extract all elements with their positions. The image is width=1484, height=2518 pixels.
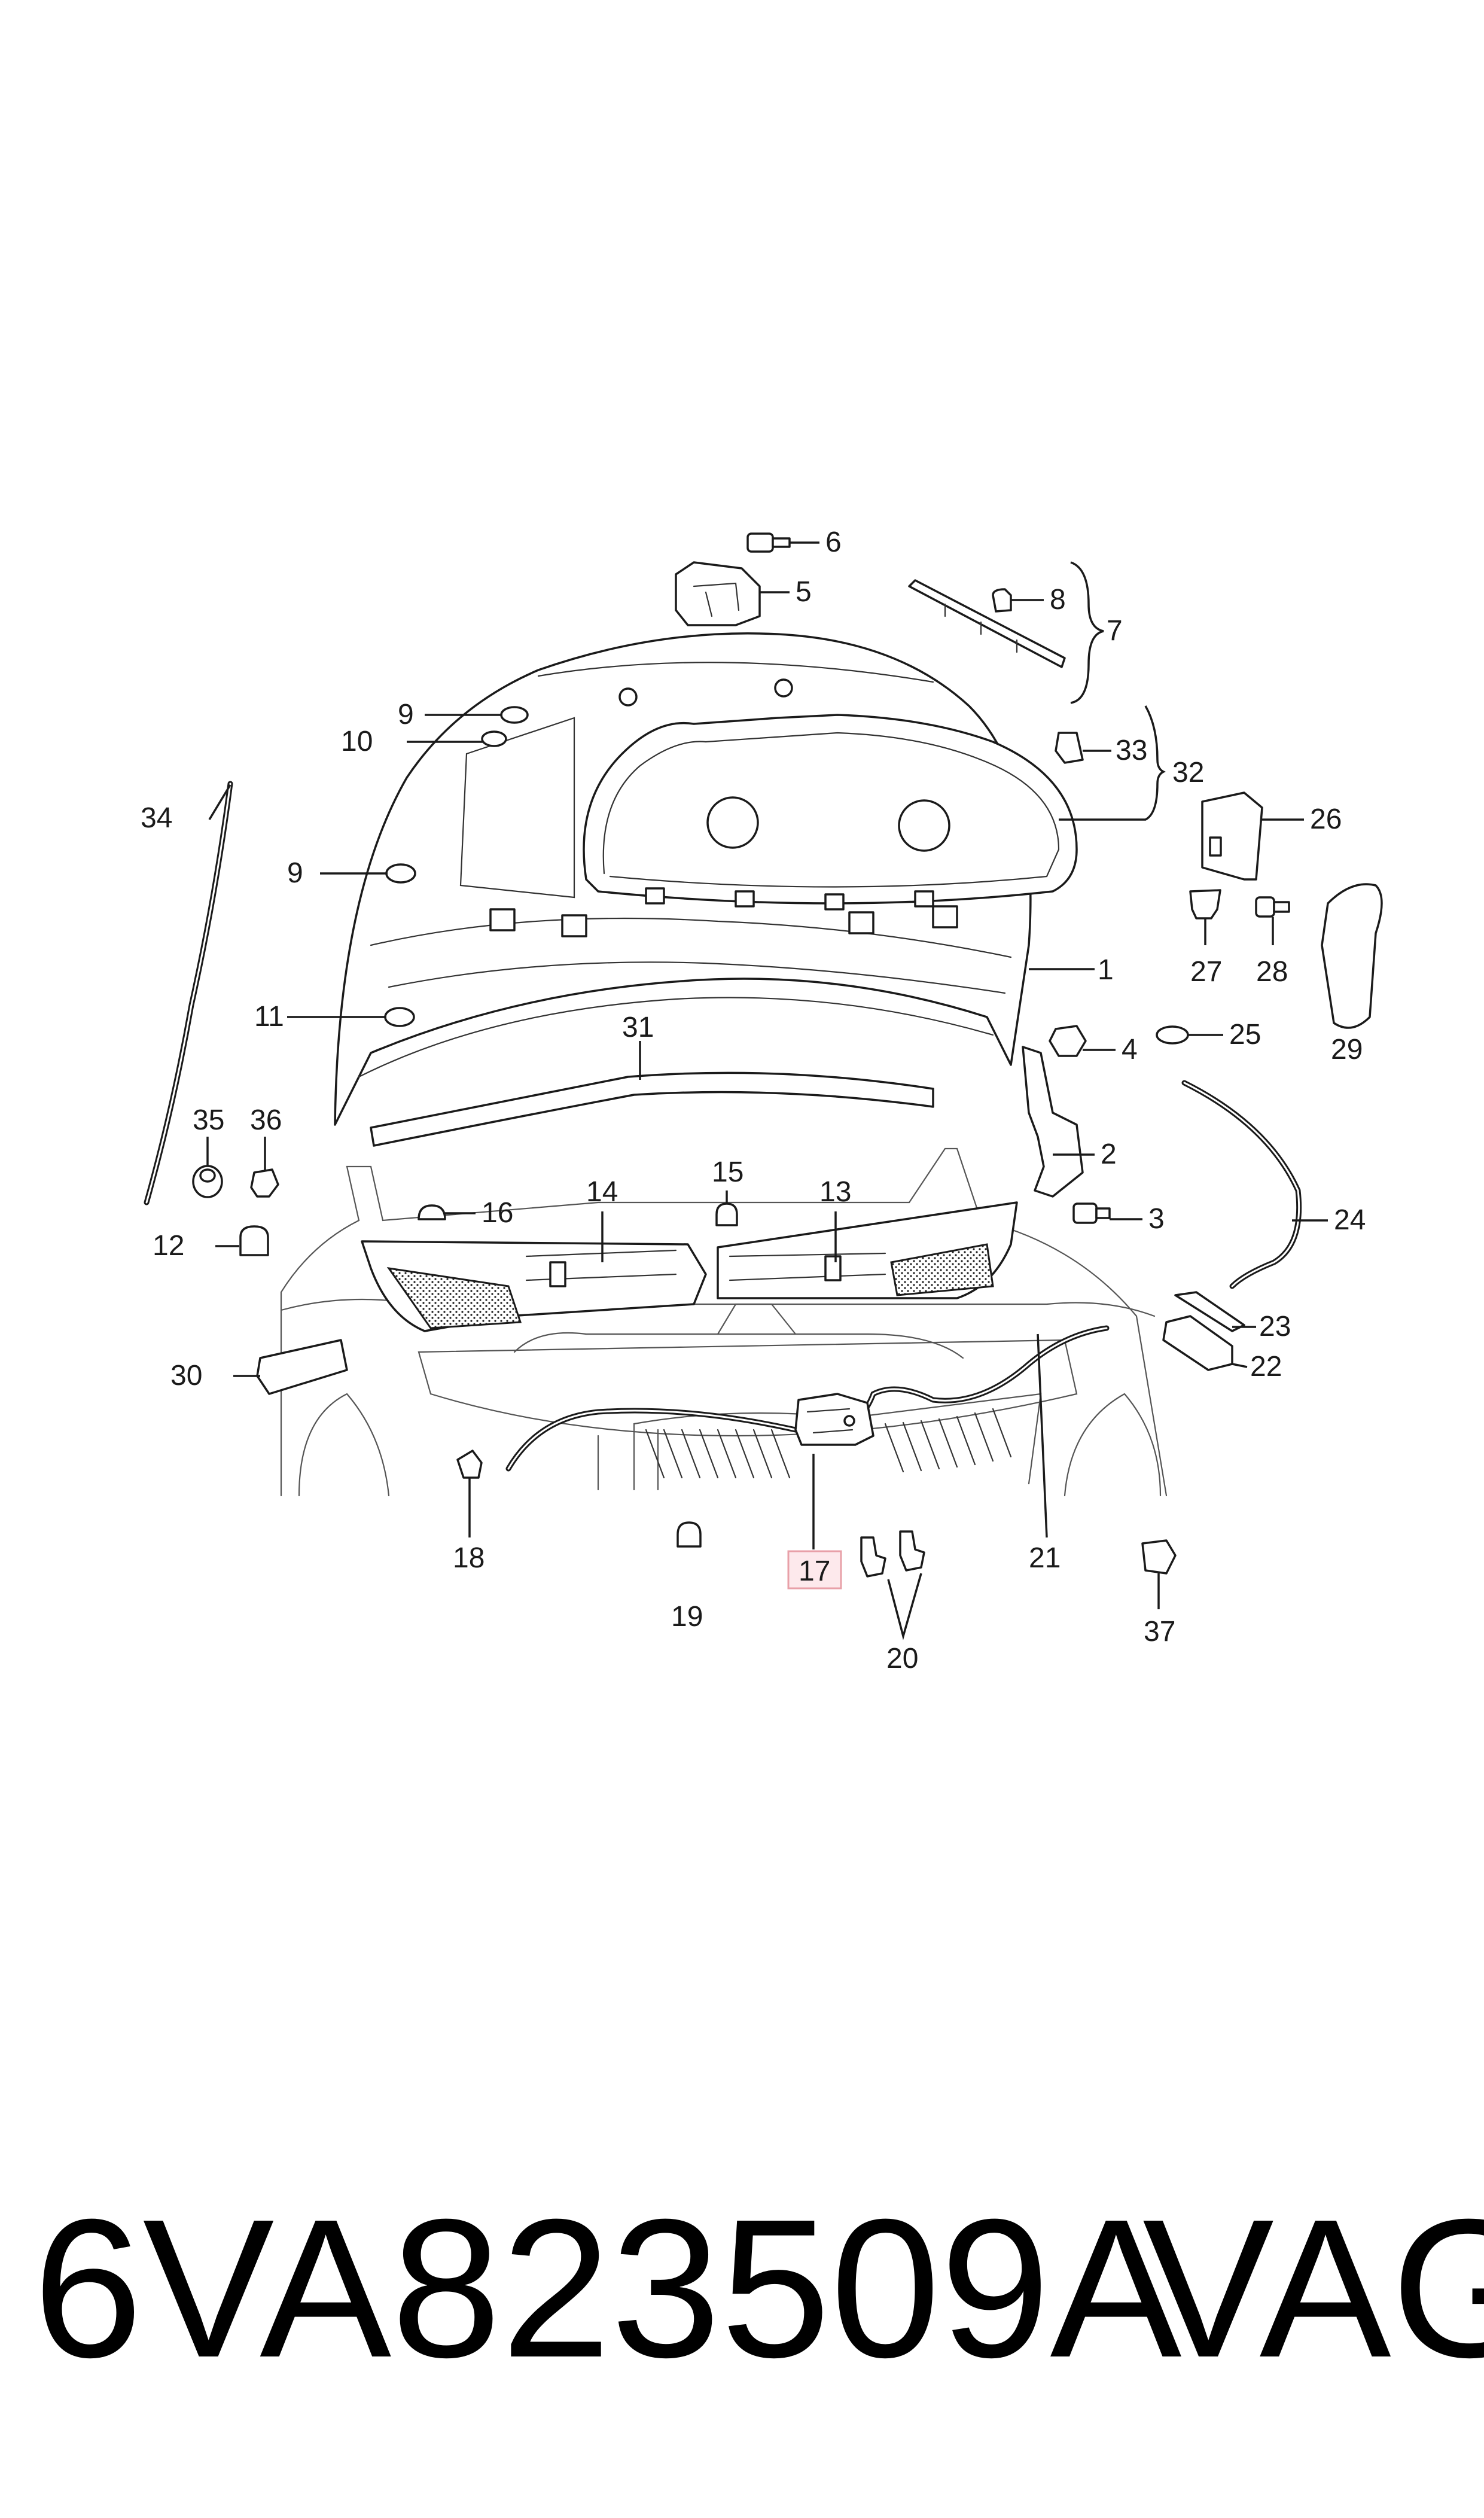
callout-36: 36	[250, 1104, 282, 1136]
callout-22: 22	[1250, 1351, 1282, 1383]
leader-lines	[206, 541, 1328, 1640]
callout-30: 30	[170, 1360, 202, 1392]
screw-3	[1072, 1202, 1111, 1224]
callout-10: 10	[341, 726, 373, 757]
callout-13: 13	[819, 1176, 851, 1208]
callout-17-highlight: 17	[787, 1550, 842, 1590]
clip-37	[1141, 1539, 1177, 1575]
screw-6	[746, 532, 791, 553]
clip-36	[250, 1168, 279, 1198]
grommet-9-top	[500, 706, 529, 724]
cowl-panel	[361, 1201, 1018, 1332]
cap-15	[715, 1202, 738, 1226]
callout-20: 20	[886, 1643, 918, 1674]
callout-1: 1	[1098, 954, 1114, 986]
cap-19	[677, 1521, 702, 1548]
callout-16: 16	[482, 1197, 513, 1229]
grommet-11	[384, 1007, 415, 1027]
callout-7: 7	[1107, 615, 1123, 647]
grommet-25	[1156, 1025, 1189, 1045]
bolts-20	[860, 1530, 925, 1578]
part-number: 6VA823509A	[33, 2178, 1182, 2398]
callout-23: 23	[1259, 1311, 1291, 1342]
hood-lock-17	[794, 1393, 874, 1446]
callout-4: 4	[1122, 1034, 1138, 1065]
vehicle-front-outline	[280, 1147, 1168, 1497]
callout-31: 31	[622, 1012, 654, 1043]
callout-34: 34	[141, 802, 172, 834]
grommet-9-side	[385, 863, 416, 884]
callout-27: 27	[1190, 956, 1222, 988]
callout-9-side: 9	[287, 857, 303, 889]
clip-16	[418, 1204, 446, 1220]
clip-18	[456, 1450, 483, 1479]
callout-29: 29	[1331, 1034, 1363, 1065]
clip-33	[1055, 732, 1084, 764]
callout-26: 26	[1310, 803, 1342, 835]
footer: 6VA823509A VAG	[33, 2178, 1484, 2453]
nut-4	[1049, 1025, 1087, 1057]
bracket-30	[256, 1339, 348, 1395]
callout-25: 25	[1229, 1019, 1261, 1051]
callout-14: 14	[586, 1176, 618, 1208]
grommet-10	[481, 730, 507, 747]
callout-8: 8	[1050, 584, 1066, 616]
callout-33: 33	[1116, 735, 1147, 766]
callout-5: 5	[796, 576, 812, 608]
trim-strip	[908, 579, 1066, 668]
bracket-26	[1201, 791, 1263, 881]
callout-15: 15	[712, 1156, 743, 1188]
release-handle-29	[1321, 883, 1383, 1029]
brand-name: VAG	[1142, 2178, 1484, 2398]
nut-35	[192, 1165, 223, 1198]
clip-8	[992, 588, 1012, 613]
callout-12: 12	[153, 1230, 184, 1262]
hood-prop-rod	[144, 781, 233, 1205]
hood-insulation-pad	[583, 714, 1078, 911]
callout-9-top: 9	[398, 699, 414, 730]
callout-35: 35	[193, 1104, 224, 1136]
pad-23	[1174, 1291, 1245, 1332]
lock-bracket	[675, 561, 761, 626]
callout-32: 32	[1172, 757, 1204, 788]
callout-11: 11	[254, 1001, 284, 1033]
callout-18: 18	[453, 1542, 484, 1574]
callout-2: 2	[1101, 1138, 1117, 1170]
buffer-12	[239, 1225, 269, 1256]
callout-labels: 1 2 3 4 5 6 7 8 9 9 10 11 12 13 14 15 16…	[141, 526, 1366, 1674]
spreader-nut-27	[1189, 889, 1221, 919]
callout-3: 3	[1148, 1203, 1165, 1235]
callout-37: 37	[1144, 1616, 1175, 1648]
callout-17: 17	[799, 1555, 830, 1587]
callout-6: 6	[825, 526, 842, 558]
hood-hinge	[1022, 1046, 1084, 1198]
hood-seal	[370, 1071, 934, 1147]
callout-28: 28	[1256, 956, 1288, 988]
callout-19: 19	[671, 1601, 703, 1633]
callout-24: 24	[1334, 1204, 1366, 1236]
screw-28	[1255, 896, 1290, 918]
callout-21: 21	[1029, 1542, 1061, 1574]
